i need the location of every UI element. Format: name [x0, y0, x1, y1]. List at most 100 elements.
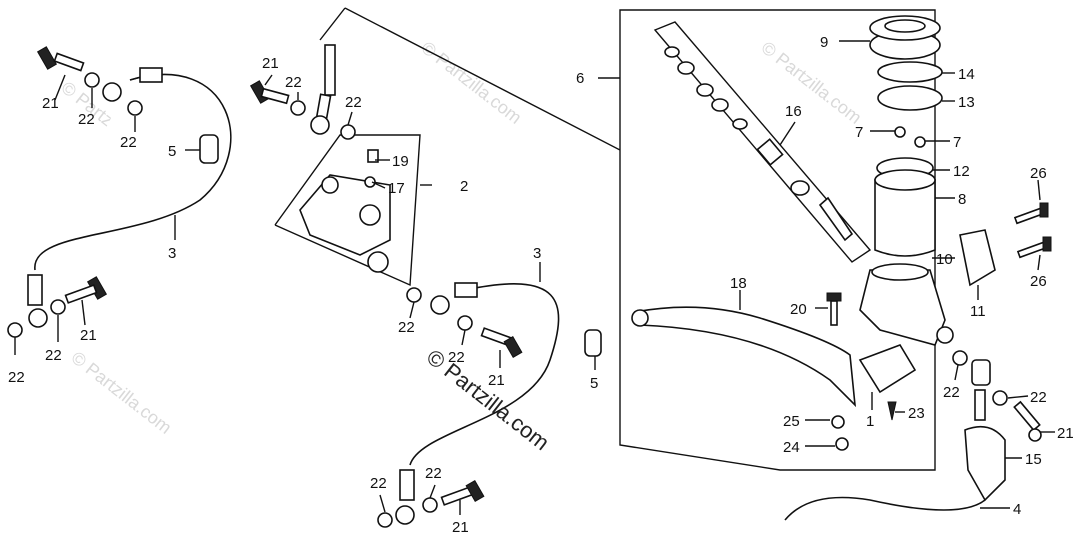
callout-23: 23	[908, 405, 925, 422]
callout-21: 21	[488, 372, 505, 389]
callout-12: 12	[953, 163, 970, 180]
callout-13: 13	[958, 94, 975, 111]
bolt-icon	[1013, 400, 1042, 442]
callout-17: 17	[388, 180, 405, 197]
bolt-icon	[1013, 202, 1049, 225]
washer-icon	[377, 512, 393, 528]
washer-icon	[831, 415, 845, 429]
washer-icon	[84, 72, 100, 88]
washer-icon	[457, 315, 473, 331]
callout-7: 7	[855, 124, 863, 141]
callout-11: 11	[970, 303, 986, 320]
callout-19: 19	[392, 153, 409, 170]
screw-icon	[894, 126, 906, 138]
bolt-icon	[1016, 236, 1052, 259]
watermark: © Partzilla.com	[758, 37, 866, 127]
callout-24: 24	[783, 439, 800, 456]
callout-22: 22	[78, 111, 95, 128]
reservoir-cap-icon	[869, 15, 941, 60]
hose-fitting-top	[139, 67, 163, 83]
bolt-icon	[480, 327, 523, 358]
callout-21: 21	[1057, 425, 1074, 442]
seal-kit-icon	[664, 46, 854, 242]
callout-5: 5	[590, 375, 598, 392]
callout-6: 6	[576, 70, 584, 87]
callout-20: 20	[790, 301, 807, 318]
hose-fitting-center	[324, 44, 336, 96]
callout-22: 22	[8, 369, 25, 386]
callout-22: 22	[1030, 389, 1047, 406]
callout-7: 7	[953, 134, 961, 151]
grommet-icon	[199, 134, 219, 164]
caliper-box	[274, 134, 421, 287]
callout-1: 1	[866, 413, 874, 430]
callout-22: 22	[448, 349, 465, 366]
callout-16: 16	[785, 103, 802, 120]
assembly-outline	[344, 7, 936, 471]
banjo-center-top	[310, 115, 330, 135]
callout-22: 22	[398, 319, 415, 336]
callout-22: 22	[370, 475, 387, 492]
banjo-center	[430, 295, 450, 315]
callout-5: 5	[168, 143, 176, 160]
washer-icon	[50, 299, 66, 315]
callout-25: 25	[783, 413, 800, 430]
washer-icon	[340, 124, 356, 140]
callout-9: 9	[820, 34, 828, 51]
callout-labels: 21 22 22 5 3 22 22 21 21 22 22 19 17 2 2…	[8, 34, 1074, 536]
washer-icon	[422, 497, 438, 513]
callout-3: 3	[533, 245, 541, 262]
brake-lever-icon	[633, 306, 857, 408]
leader-lines	[14, 40, 1055, 515]
screw-icon	[914, 136, 926, 148]
brake-hose-center	[409, 283, 560, 466]
washer-icon	[127, 100, 143, 116]
caliper-icon	[299, 149, 391, 273]
screw-icon	[887, 401, 897, 421]
callout-22: 22	[45, 347, 62, 364]
banjo-bottom-center	[395, 505, 415, 525]
watermark: © Partzilla.com	[418, 37, 526, 127]
assembly-outline-edge	[319, 7, 346, 41]
callout-26: 26	[1030, 273, 1047, 290]
hose-fitting	[974, 389, 986, 421]
callout-10: 10	[936, 251, 953, 268]
nut-icon	[835, 437, 849, 451]
watermark: © Partzilla.com	[68, 347, 176, 437]
bolt-icon	[249, 80, 290, 105]
washer-icon	[290, 100, 306, 116]
hose-fitting-bottom	[399, 469, 415, 501]
diaphragm-plate-icon	[877, 61, 943, 83]
lever-tip-icon	[631, 309, 649, 327]
brake-hose-lower	[784, 496, 986, 521]
washer-icon	[992, 390, 1008, 406]
bracket-icon	[959, 229, 996, 287]
washer-icon	[7, 322, 23, 338]
reservoir-icon	[874, 169, 936, 257]
callout-22: 22	[425, 465, 442, 482]
banjo-bottom-left	[28, 308, 48, 328]
bolt-icon	[440, 480, 485, 506]
callout-21: 21	[262, 55, 279, 72]
washer-icon	[952, 350, 968, 366]
callout-21: 21	[452, 519, 469, 536]
callout-22: 22	[345, 94, 362, 111]
hose-joint-icon	[964, 425, 1006, 502]
banjo-fitting-icon	[971, 359, 991, 386]
callout-15: 15	[1025, 451, 1042, 468]
callout-22: 22	[285, 74, 302, 91]
bolt-icon	[826, 292, 842, 326]
kit-box	[653, 21, 872, 263]
banjo-top-left	[102, 82, 122, 102]
callout-21: 21	[42, 95, 59, 112]
washer-icon	[406, 287, 422, 303]
callout-21: 21	[80, 327, 97, 344]
callout-26: 26	[1030, 165, 1047, 182]
callout-2: 2	[460, 178, 468, 195]
callout-14: 14	[958, 66, 975, 83]
callout-3: 3	[168, 245, 176, 262]
callout-18: 18	[730, 275, 747, 292]
hose-fitting	[454, 282, 478, 298]
